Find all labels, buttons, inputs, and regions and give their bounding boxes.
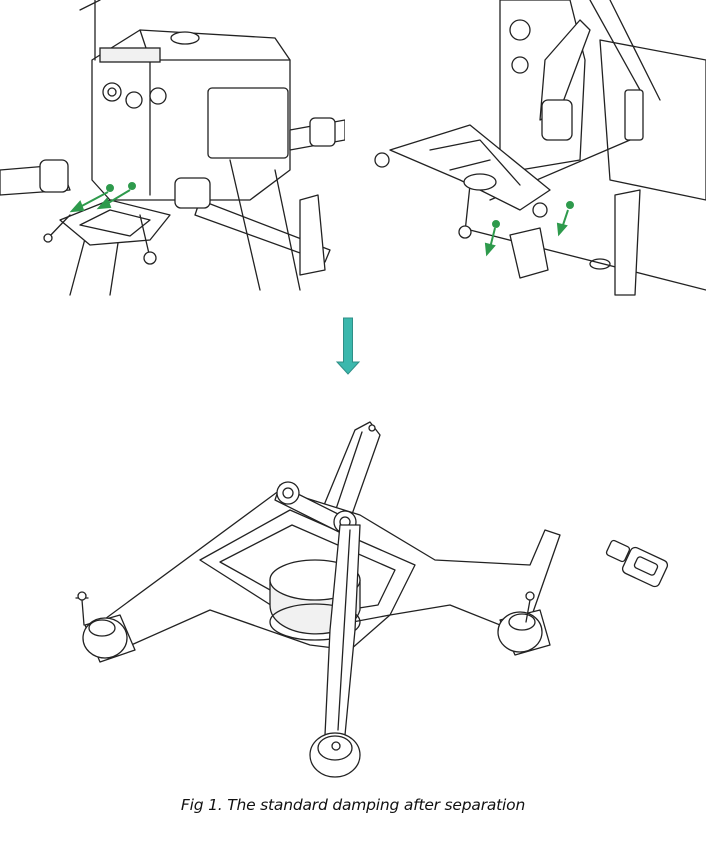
figure-caption: Fig 1. The standard damping after separa… xyxy=(180,796,526,814)
drone-left-view-illustration xyxy=(0,0,345,296)
screw-removal-arrows-right xyxy=(484,201,574,257)
standard-damping-illustration xyxy=(75,421,669,778)
drone-right-view-illustration xyxy=(374,0,706,296)
screw-removal-arrows xyxy=(69,182,136,213)
down-arrow-icon xyxy=(335,317,361,375)
